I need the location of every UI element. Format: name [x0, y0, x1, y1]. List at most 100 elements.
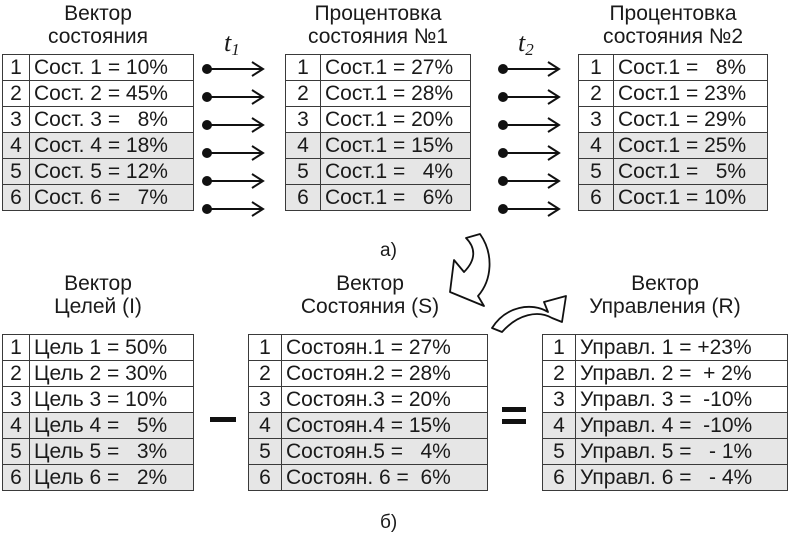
- row-index: 3: [248, 386, 282, 413]
- transition-arrows-t2: [498, 61, 561, 217]
- arrow-icon: [498, 61, 561, 77]
- row-index: 6: [2, 184, 30, 211]
- row-index: 1: [248, 334, 282, 361]
- row-index: 2: [578, 80, 614, 107]
- row-value: Сост.1 = 10%: [613, 184, 768, 211]
- row-index: 4: [2, 412, 30, 439]
- row-value: Управл. 1 = +23%: [575, 334, 788, 361]
- row-index: 2: [2, 80, 30, 107]
- row-value: Сост. 1 = 10%: [29, 54, 194, 81]
- row-index: 1: [578, 54, 614, 81]
- row-value: Сост.1 = 28%: [320, 80, 471, 107]
- row-index: 4: [2, 132, 30, 159]
- row-index: 3: [285, 106, 321, 133]
- time-label-t2: t2: [518, 28, 534, 60]
- row-value: Сост. 4 = 18%: [29, 132, 194, 159]
- curved-arrow-right-icon: [491, 295, 567, 333]
- row-index: 1: [285, 54, 321, 81]
- row-index: 5: [248, 438, 282, 465]
- row-index: 4: [542, 412, 576, 439]
- row-index: 3: [578, 106, 614, 133]
- row-value: Состоян.5 = 4%: [281, 438, 488, 465]
- transition-arrows-t1: [202, 61, 265, 217]
- row-value: Сост.1 = 4%: [320, 158, 471, 185]
- minus-operator: [210, 417, 236, 422]
- row-value: Сост.1 = 15%: [320, 132, 471, 159]
- row-value: Цель 6 = 2%: [29, 464, 194, 491]
- caption-b: б): [380, 512, 398, 533]
- row-value: Состоян.4 = 15%: [281, 412, 488, 439]
- row-value: Сост.1 = 25%: [613, 132, 768, 159]
- row-value: Сост.1 = 6%: [320, 184, 471, 211]
- state-vector-s-title: Вектор Состояния (S): [300, 272, 440, 318]
- row-index: 4: [578, 132, 614, 159]
- time-symbol: t: [224, 28, 232, 57]
- control-vector-title: Вектор Управления (R): [589, 272, 741, 318]
- arrow-icon: [498, 173, 561, 189]
- row-value: Управл. 3 = -10%: [575, 386, 788, 413]
- time-symbol: t: [518, 28, 526, 57]
- row-value: Управл. 2 = + 2%: [575, 360, 788, 387]
- arrow-icon: [202, 173, 265, 189]
- row-index: 2: [285, 80, 321, 107]
- row-value: Сост.1 = 29%: [613, 106, 768, 133]
- arrow-icon: [498, 117, 561, 133]
- arrow-icon: [202, 89, 265, 105]
- caption-a: а): [380, 240, 397, 261]
- state-percentage-2-title: Процентовка состояния №2: [602, 2, 744, 48]
- row-index: 1: [2, 334, 30, 361]
- row-index: 5: [578, 158, 614, 185]
- equals-operator: [502, 407, 526, 429]
- row-value: Состоян.3 = 20%: [281, 386, 488, 413]
- row-index: 2: [2, 360, 30, 387]
- row-index: 6: [542, 464, 576, 491]
- arrow-icon: [202, 145, 265, 161]
- row-index: 3: [542, 386, 576, 413]
- row-value: Сост.1 = 20%: [320, 106, 471, 133]
- row-index: 5: [285, 158, 321, 185]
- row-value: Управл. 6 = - 4%: [575, 464, 788, 491]
- time-label-t1: t1: [224, 28, 240, 60]
- row-index: 5: [2, 158, 30, 185]
- state-percentage-1-title: Процентовка состояния №1: [307, 2, 449, 48]
- time-subscript: 2: [525, 40, 534, 59]
- row-value: Сост. 3 = 8%: [29, 106, 194, 133]
- arrow-icon: [498, 145, 561, 161]
- state-vector-title: Вектор состояния: [47, 2, 149, 48]
- goals-vector-title: Вектор Целей (I): [54, 272, 142, 318]
- arrow-icon: [202, 201, 265, 217]
- row-value: Цель 4 = 5%: [29, 412, 194, 439]
- row-value: Сост.1 = 8%: [613, 54, 768, 81]
- row-index: 6: [2, 464, 30, 491]
- row-value: Сост. 5 = 12%: [29, 158, 194, 185]
